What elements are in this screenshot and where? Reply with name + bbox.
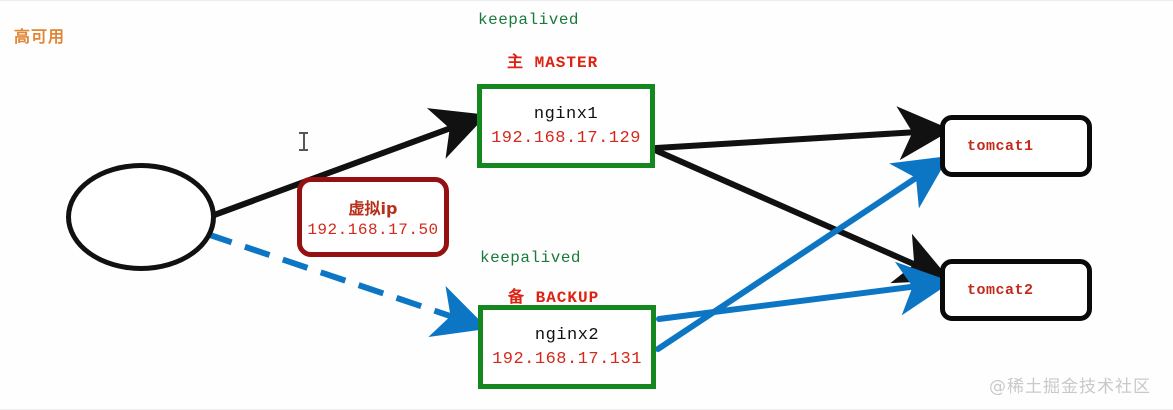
role-label-backup: 备 BACKUP <box>508 289 600 307</box>
virtual-ip-address: 192.168.17.50 <box>307 221 439 239</box>
role-label-master: 主 MASTER <box>507 54 599 72</box>
page-title: 高可用 <box>14 27 66 46</box>
nginx2-node[interactable]: nginx2 192.168.17.131 <box>478 305 656 389</box>
watermark-label: @稀土掘金技术社区 <box>989 377 1151 397</box>
edge-nginx1-to-tomcat1 <box>653 106 952 161</box>
keepalived-label-master: keepalived <box>478 11 580 29</box>
tomcat2-label: tomcat2 <box>967 281 1034 299</box>
nginx1-name: nginx1 <box>533 104 599 124</box>
tomcat1-node[interactable]: tomcat1 <box>940 115 1092 177</box>
nginx2-name: nginx2 <box>534 325 600 345</box>
nginx1-node[interactable]: nginx1 192.168.17.129 <box>477 84 655 168</box>
nginx1-address: 192.168.17.129 <box>491 128 641 148</box>
edge-nginx2-to-tomcat1 <box>655 156 950 352</box>
tomcat1-label: tomcat1 <box>967 137 1034 155</box>
virtual-ip-node[interactable]: 虚拟ip 192.168.17.50 <box>297 177 449 257</box>
text-cursor-icon <box>299 132 308 151</box>
tomcat2-node[interactable]: tomcat2 <box>940 259 1092 321</box>
nginx2-address: 192.168.17.131 <box>492 349 642 369</box>
client-node[interactable] <box>66 163 216 271</box>
edge-nginx2-to-tomcat2 <box>656 261 952 322</box>
keepalived-label-backup: keepalived <box>480 249 582 267</box>
virtual-ip-title: 虚拟ip <box>348 199 398 218</box>
edge-nginx1-to-tomcat2 <box>654 148 951 284</box>
